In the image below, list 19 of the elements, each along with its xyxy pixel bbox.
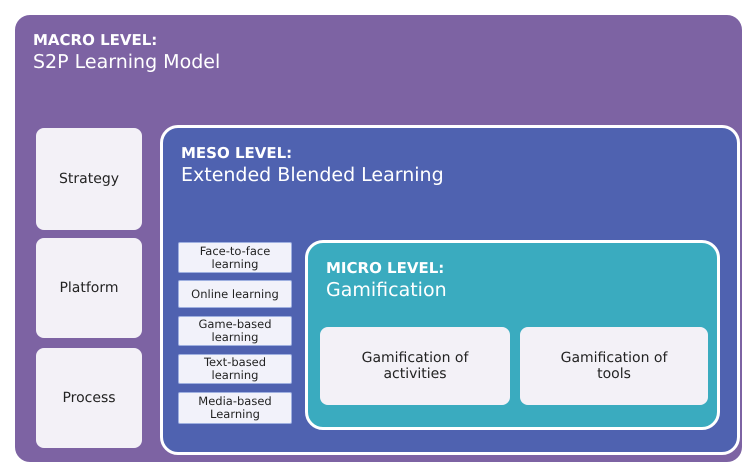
level-heading: MACRO LEVEL: [33, 31, 158, 49]
level-title: Gamification [326, 279, 447, 301]
category-box: Game-based learning [178, 316, 292, 346]
category-box: Face-to-face learning [178, 242, 292, 273]
level-title: Extended Blended Learning [181, 164, 444, 186]
category-box: Process [36, 348, 142, 448]
category-box: Gamification of activities [320, 327, 510, 405]
level-panel [305, 240, 720, 430]
level-heading: MICRO LEVEL: [326, 259, 444, 277]
category-box: Strategy [36, 128, 142, 230]
category-box: Online learning [178, 280, 292, 308]
category-box: Platform [36, 238, 142, 338]
category-box: Media-based Learning [178, 392, 292, 424]
level-heading: MESO LEVEL: [181, 144, 292, 162]
category-box: Text-based learning [178, 354, 292, 384]
level-panel [12, 12, 745, 465]
category-box: Gamification of tools [520, 327, 708, 405]
level-panel [160, 125, 740, 455]
level-title: S2P Learning Model [33, 51, 220, 73]
